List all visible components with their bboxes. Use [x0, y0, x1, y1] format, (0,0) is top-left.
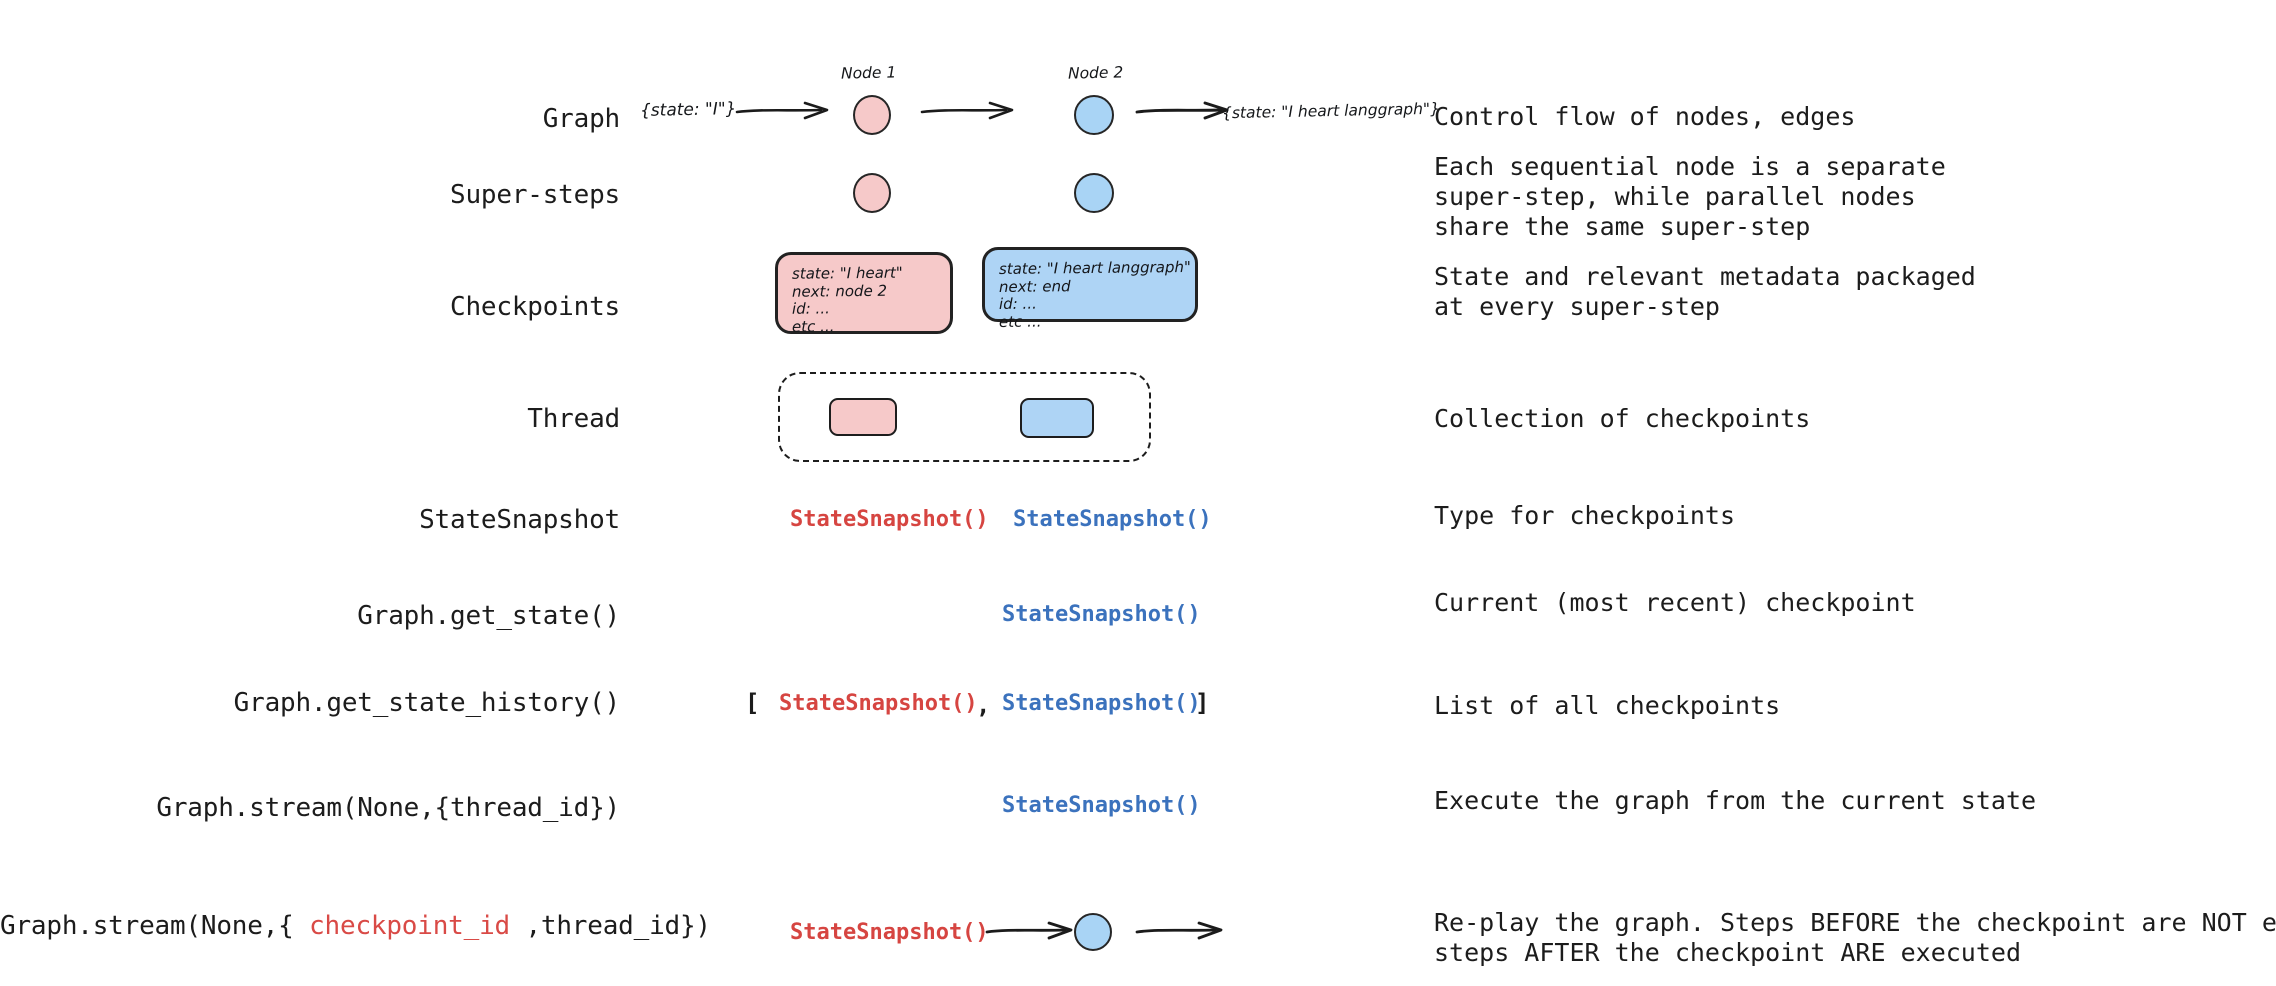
checkpoint-id-token: checkpoint_id	[309, 911, 510, 941]
arrow-replay-to-end	[1135, 920, 1225, 942]
checkpoint-2-state: state: "I heart langgraph"	[998, 257, 1191, 278]
arrow-replay-to-node	[985, 920, 1075, 942]
row-label-super-steps: Super-steps	[450, 180, 620, 210]
history-bracket-comma: ,	[976, 691, 991, 719]
row-label-checkpoints: Checkpoints	[450, 292, 620, 322]
row-label-statesnapshot: StateSnapshot	[419, 505, 620, 535]
row-desc-super-steps: Each sequential node is a separate super…	[1434, 152, 1946, 241]
row-desc-checkpoints: State and relevant metadata packaged at …	[1434, 262, 1976, 321]
thread-checkpoint-1	[829, 398, 897, 436]
checkpoint-box-2: state: "I heart langgraph" next: end id:…	[982, 247, 1198, 330]
row-desc-thread: Collection of checkpoints	[1434, 404, 1811, 433]
checkpoint-2-etc: etc ...	[998, 312, 1042, 331]
replay-node2-circle	[1074, 913, 1112, 951]
checkpoint-2-next: next: end	[998, 276, 1071, 296]
row-label-get-state: Graph.get_state()	[357, 601, 620, 631]
row-label-thread: Thread	[527, 404, 620, 434]
arrow-node2-to-output	[1135, 100, 1231, 122]
thread-checkpoint-2	[1020, 398, 1094, 438]
stream-prefix: Graph.stream(None,{	[0, 911, 310, 941]
checkpoint-1-next: next: node 2	[791, 281, 888, 301]
row-desc-get-state: Current (most recent) checkpoint	[1434, 588, 1916, 617]
row-desc-statesnapshot: Type for checkpoints	[1434, 501, 1736, 530]
statesnapshot-type-blue: StateSnapshot()	[1013, 507, 1212, 532]
arrow-input-to-node1	[735, 100, 831, 122]
history-bracket-close: ]	[1195, 689, 1210, 717]
thread-dashed-container	[778, 372, 1151, 462]
checkpoint-box-1: state: "I heart" next: node 2 id: ... et…	[775, 252, 953, 336]
checkpoint-1-id: id: ...	[791, 299, 830, 318]
history-snapshot-pink: StateSnapshot()	[779, 691, 978, 716]
arrow-node1-to-node2	[920, 100, 1016, 122]
stream-suffix: ,thread_id})	[509, 911, 711, 941]
row-label-get-state-history: Graph.get_state_history()	[233, 688, 621, 718]
graph-output-state: {state: "I heart langgraph"}	[1221, 99, 1441, 123]
graph-input-state: {state: "I"}	[639, 98, 737, 122]
node1-label: Node 1	[840, 63, 897, 83]
node2-label: Node 2	[1067, 63, 1124, 83]
row-label-graph: Graph	[542, 104, 620, 134]
graph-node2-circle	[1074, 95, 1114, 135]
stream-result-snapshot: StateSnapshot()	[1002, 793, 1201, 818]
superstep-node1-circle	[853, 173, 891, 213]
history-snapshot-blue: StateSnapshot()	[1002, 691, 1201, 716]
get-state-result-snapshot: StateSnapshot()	[1002, 602, 1201, 627]
history-bracket-open: [	[745, 689, 760, 717]
row-desc-graph: Control flow of nodes, edges	[1434, 102, 1856, 131]
row-desc-stream-checkpoint: Re-play the graph. Steps BEFORE the chec…	[1434, 908, 2276, 967]
row-label-stream-thread: Graph.stream(None,{thread_id})	[156, 793, 620, 823]
replay-source-snapshot: StateSnapshot()	[790, 920, 989, 945]
checkpoint-1-state: state: "I heart"	[791, 263, 903, 283]
checkpoint-2-id: id: ...	[998, 294, 1037, 313]
checkpoint-1-etc: etc ...	[791, 316, 835, 336]
superstep-node2-circle	[1074, 173, 1114, 213]
row-desc-stream-thread: Execute the graph from the current state	[1434, 786, 2037, 815]
row-desc-get-state-history: List of all checkpoints	[1434, 691, 1781, 720]
statesnapshot-type-pink: StateSnapshot()	[790, 507, 989, 532]
row-label-stream-checkpoint: Graph.stream(None,{ checkpoint_id ,threa…	[0, 911, 711, 941]
graph-node1-circle	[853, 95, 891, 135]
